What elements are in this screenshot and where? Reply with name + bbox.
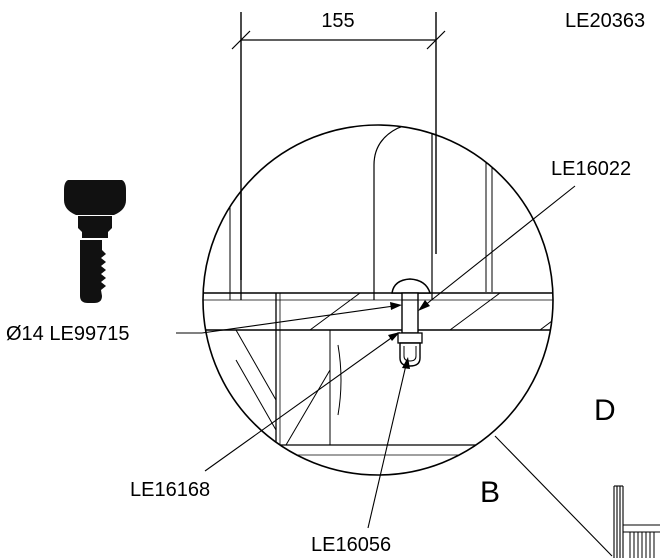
- callout-bolt: Ø14 LE99715: [6, 323, 129, 345]
- callout-top-part: LE16022: [551, 158, 631, 180]
- socket-tool-icon: [64, 180, 126, 303]
- view-label-b: B: [480, 476, 500, 509]
- part-number-label: LE20363: [565, 10, 645, 32]
- dimension-value: 155: [321, 10, 354, 32]
- bolt-assembly: [391, 278, 432, 367]
- callout-nut: LE16056: [311, 534, 391, 556]
- view-label-d: D: [594, 394, 616, 427]
- detail-view-contents: [203, 125, 553, 460]
- callout-washer: LE16168: [130, 479, 210, 501]
- railing-detail: [613, 485, 660, 558]
- dimension-155: 155: [231, 10, 446, 280]
- leader-lines: [176, 185, 613, 557]
